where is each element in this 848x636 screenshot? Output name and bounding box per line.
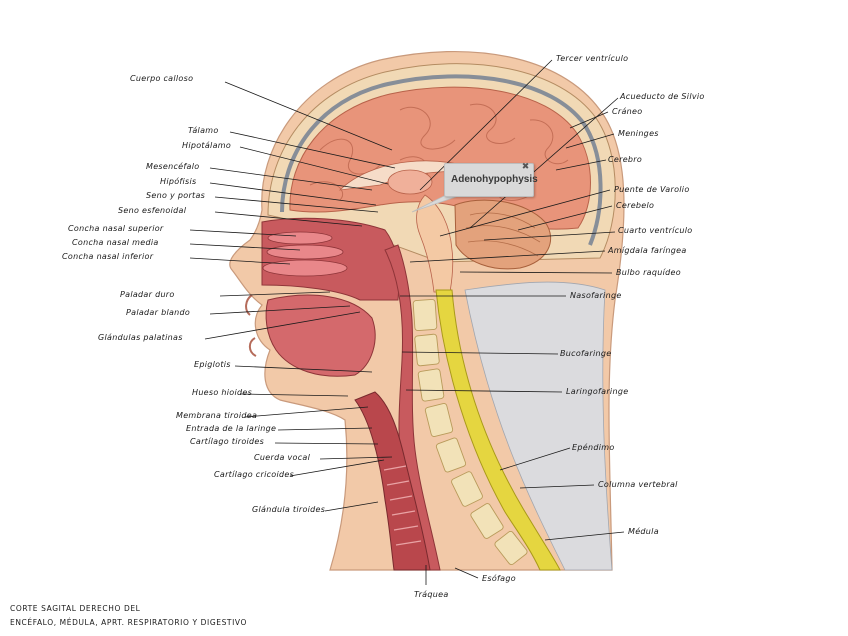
cerebellum-folia [465, 212, 541, 257]
label-cuerda-vocal: Cuerda vocal [254, 453, 311, 462]
spinal-cord [435, 289, 561, 571]
label-acueducto-silvio: Acueducto de Silvio [620, 92, 705, 101]
label-epiglotis: Epiglotis [194, 360, 231, 369]
label-talamo: Tálamo [188, 126, 219, 135]
label-tercer-ventriculo: Tercer ventrículo [556, 54, 629, 63]
label-traquea: Tráquea [414, 590, 449, 599]
label-seno-portas: Seno y portas [146, 191, 206, 200]
adenohypophysis-tooltip: Adenohypophysis ✖ [444, 162, 538, 197]
label-bulbo-raquideo: Bulbo raquídeo [616, 268, 681, 277]
vertebral-column [412, 299, 528, 566]
label-cuarto-ventriculo: Cuarto ventrículo [618, 226, 693, 235]
tracheal-rings [383, 465, 422, 546]
label-glandula-tiroides: Glándula tiroides [252, 505, 326, 514]
label-membrana-tiroidea: Membrana tiroidea [176, 411, 258, 420]
label-hueso-hioides: Hueso hioides [192, 388, 253, 397]
tooltip-text: Adenohypophysis [451, 174, 538, 185]
leader-lines-left [189, 81, 396, 512]
label-cartilago-tiroides: Cartílago tiroides [190, 437, 265, 446]
caption-line-1: CORTE SAGITAL DERECHO DEL [10, 604, 141, 613]
label-cerebelo: Cerebelo [616, 201, 655, 210]
meninges [280, 74, 603, 246]
label-mesencefalo: Mesencéfalo [146, 162, 200, 171]
label-ependimo: Epéndimo [572, 443, 615, 452]
label-nasofaringe: Nasofaringe [570, 291, 622, 300]
label-bucofaringe: Bucofaringe [560, 349, 612, 358]
caption-line-2: ENCÉFALO, MÉDULA, APRT. RESPIRATORIO Y D… [10, 618, 248, 627]
label-puente-varolio: Puente de Varolio [614, 185, 690, 194]
label-glandulas-palatinas: Glándulas palatinas [98, 333, 183, 342]
label-amigdala-faringea: Amígdala faríngea [608, 246, 687, 255]
label-cartilago-cricoides: Cartílago cricoides [214, 470, 295, 479]
label-concha-superior: Concha nasal superior [68, 224, 164, 233]
neck-muscle [464, 281, 613, 571]
lips [245, 294, 257, 357]
thalamus [387, 169, 433, 195]
cerebellum [454, 199, 552, 270]
close-icon[interactable]: ✖ [521, 162, 530, 172]
label-hipotalamo: Hipotálamo [182, 141, 232, 150]
tongue [265, 294, 376, 377]
label-concha-inferior: Concha nasal inferior [62, 252, 154, 261]
label-paladar-blando: Paladar blando [126, 308, 191, 317]
label-craneo: Cráneo [612, 107, 643, 116]
label-seno-esfenoidal: Seno esfenoidal [118, 206, 187, 215]
label-paladar-duro: Paladar duro [120, 290, 175, 299]
label-laringofaringe: Laringofaringe [566, 387, 629, 396]
label-columna-vertebral: Columna vertebral [598, 480, 678, 489]
label-concha-media: Concha nasal media [72, 238, 159, 247]
label-cerebro: Cerebro [608, 155, 643, 164]
label-esofago: Esófago [482, 574, 516, 583]
label-hipofisis: Hipófisis [160, 177, 197, 186]
label-cuerpo-calloso: Cuerpo calloso [130, 74, 194, 83]
label-medula: Médula [628, 527, 659, 536]
label-meninges: Meninges [618, 129, 659, 138]
leader-lines-right [400, 59, 625, 585]
label-entrada-laringe: Entrada de la laringe [186, 424, 277, 433]
